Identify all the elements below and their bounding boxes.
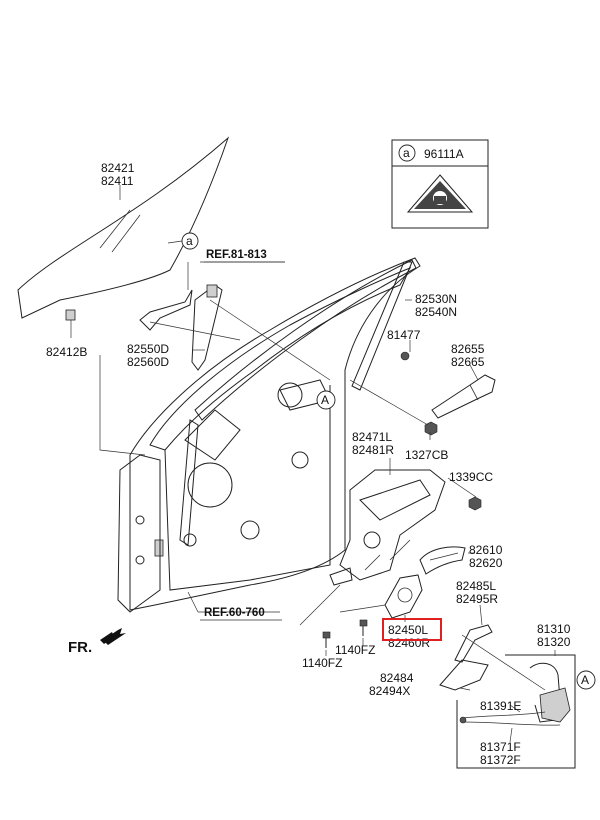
label-bracket-2: 82494X: [369, 684, 410, 698]
label-rod-2: 82495R: [456, 592, 498, 606]
glass-callout-a: a: [181, 232, 199, 250]
label-weatherstrip-1: 82530N: [415, 292, 457, 306]
bolt-1140fz-left: [322, 631, 331, 648]
label-channel-2: 82560D: [127, 355, 169, 369]
label-cable-81391: 81391E: [480, 699, 521, 713]
label-bolt-81477: 81477: [387, 328, 421, 342]
label-regulator-2: 82481R: [352, 443, 394, 457]
window-regulator: [329, 469, 446, 586]
label-cable-81371-1: 81371F: [480, 740, 521, 754]
callout-letter: A: [581, 673, 589, 687]
label-glass-clip: 82412B: [46, 345, 87, 359]
rod-82485: [454, 624, 493, 663]
regulator-motor: [384, 574, 423, 619]
label-bolt-1140-a: 1140FZ: [302, 656, 342, 670]
legend-part-number: 96111A: [424, 147, 464, 161]
callout-letter: a: [186, 234, 193, 248]
label-latch-1: 81310: [537, 622, 571, 636]
label-nut-1339: 1339CC: [449, 470, 493, 484]
label-ref-81: REF.81-813: [206, 249, 267, 261]
label-regulator-1: 82471L: [352, 430, 392, 444]
front-direction-indicator: FR.: [68, 628, 126, 656]
child-lock-label-icon: [406, 174, 474, 213]
label-rod-1: 82485L: [456, 579, 496, 593]
label-motor-2: 82460R: [388, 636, 430, 650]
glass-run-channel: [139, 284, 223, 371]
label-bracket-1: 82484: [380, 671, 414, 685]
bolt-1140fz-right: [359, 619, 368, 636]
inside-handle: [419, 546, 466, 575]
nut-1339cc: [468, 496, 482, 511]
label-handle-outer-1: 82655: [451, 342, 485, 356]
label-cable-81371-2: 81372F: [480, 753, 521, 767]
glass-clip: [65, 309, 76, 338]
door-callout-A: A: [316, 390, 336, 410]
highlight-box: [382, 618, 442, 641]
outside-handle: [431, 374, 496, 419]
leader-lines: [99, 185, 556, 743]
label-nut-1327: 1327CB: [405, 448, 448, 462]
bracket-82484: [439, 659, 489, 691]
callout-letter: A: [321, 393, 329, 407]
label-ref-60: REF.60-760: [204, 607, 265, 619]
nut-81477: [400, 351, 410, 361]
label-latch-2: 81320: [537, 635, 571, 649]
latch-box: [456, 654, 576, 769]
label-handle-outer-2: 82665: [451, 355, 485, 369]
label-handle-inner-1: 82610: [469, 543, 503, 557]
door-glass: [17, 136, 230, 319]
legend-callout-letter: a: [403, 146, 410, 160]
latch-callout-A: A: [576, 670, 596, 690]
label-weatherstrip-2: 82540N: [415, 305, 457, 319]
legend-box: a 96111A: [391, 139, 489, 229]
arrow-icon: [100, 632, 114, 644]
part-labels: 82421 82411 82412B REF.81-813 82550D 825…: [46, 161, 571, 767]
label-motor-1: 82450L: [388, 623, 428, 637]
label-handle-inner-2: 82620: [469, 556, 503, 570]
label-channel-1: 82550D: [127, 342, 169, 356]
label-bolt-1140-b: 1140FZ: [335, 643, 375, 657]
nut-1327cb: [424, 421, 438, 436]
label-glass-1: 82421: [101, 161, 135, 175]
label-glass-2: 82411: [101, 174, 134, 188]
door-weatherstrip: [179, 259, 417, 546]
front-label: FR.: [68, 639, 92, 656]
